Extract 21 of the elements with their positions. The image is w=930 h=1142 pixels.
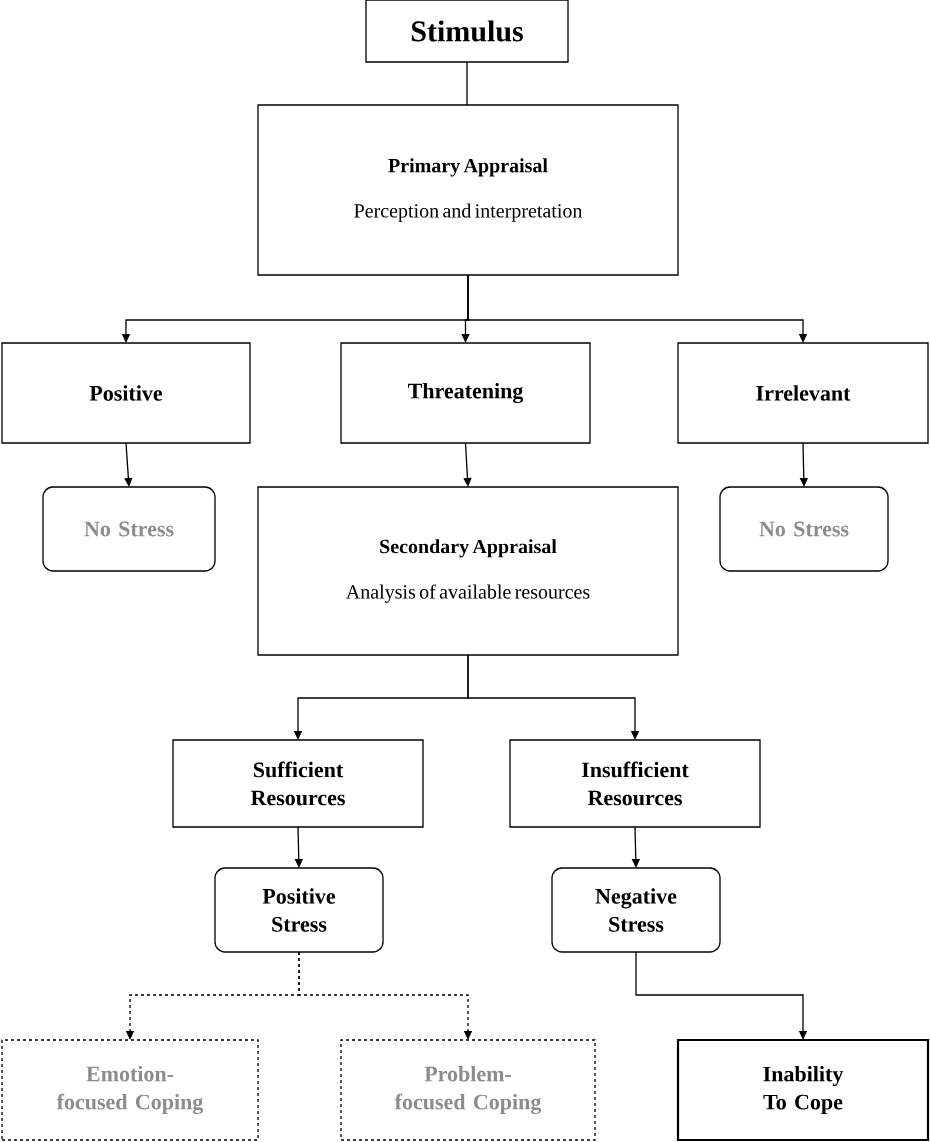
process-box: Positive Stress <box>214 867 384 953</box>
process-box: Problem-focused Coping <box>340 1039 596 1141</box>
arrow <box>467 274 808 343</box>
arrow <box>467 654 640 740</box>
process-box: Stimulus <box>365 0 569 63</box>
arrow <box>635 951 808 1040</box>
process-box: Insufficient Resources <box>509 739 761 828</box>
process-box: No Stress <box>42 486 216 572</box>
process-box: Negative Stress <box>551 867 721 953</box>
process-box: Irrelevant <box>677 342 929 444</box>
process-box: Sufficient Resources <box>172 739 424 828</box>
arrow <box>298 951 473 1040</box>
process-box: No Stress <box>719 486 889 572</box>
process-box: Inability To Cope <box>676 1038 930 1142</box>
process-box: Positive <box>1 342 251 444</box>
arrow <box>463 442 472 487</box>
arrow <box>124 442 133 487</box>
process-box: Secondary Appraisal Analysis of available resources <box>257 486 679 656</box>
process-box: Threatening <box>340 342 591 444</box>
process-box: Primary Appraisal Perception and interpretation <box>257 104 679 276</box>
process-box: Emotion-focused Coping <box>1 1039 259 1141</box>
